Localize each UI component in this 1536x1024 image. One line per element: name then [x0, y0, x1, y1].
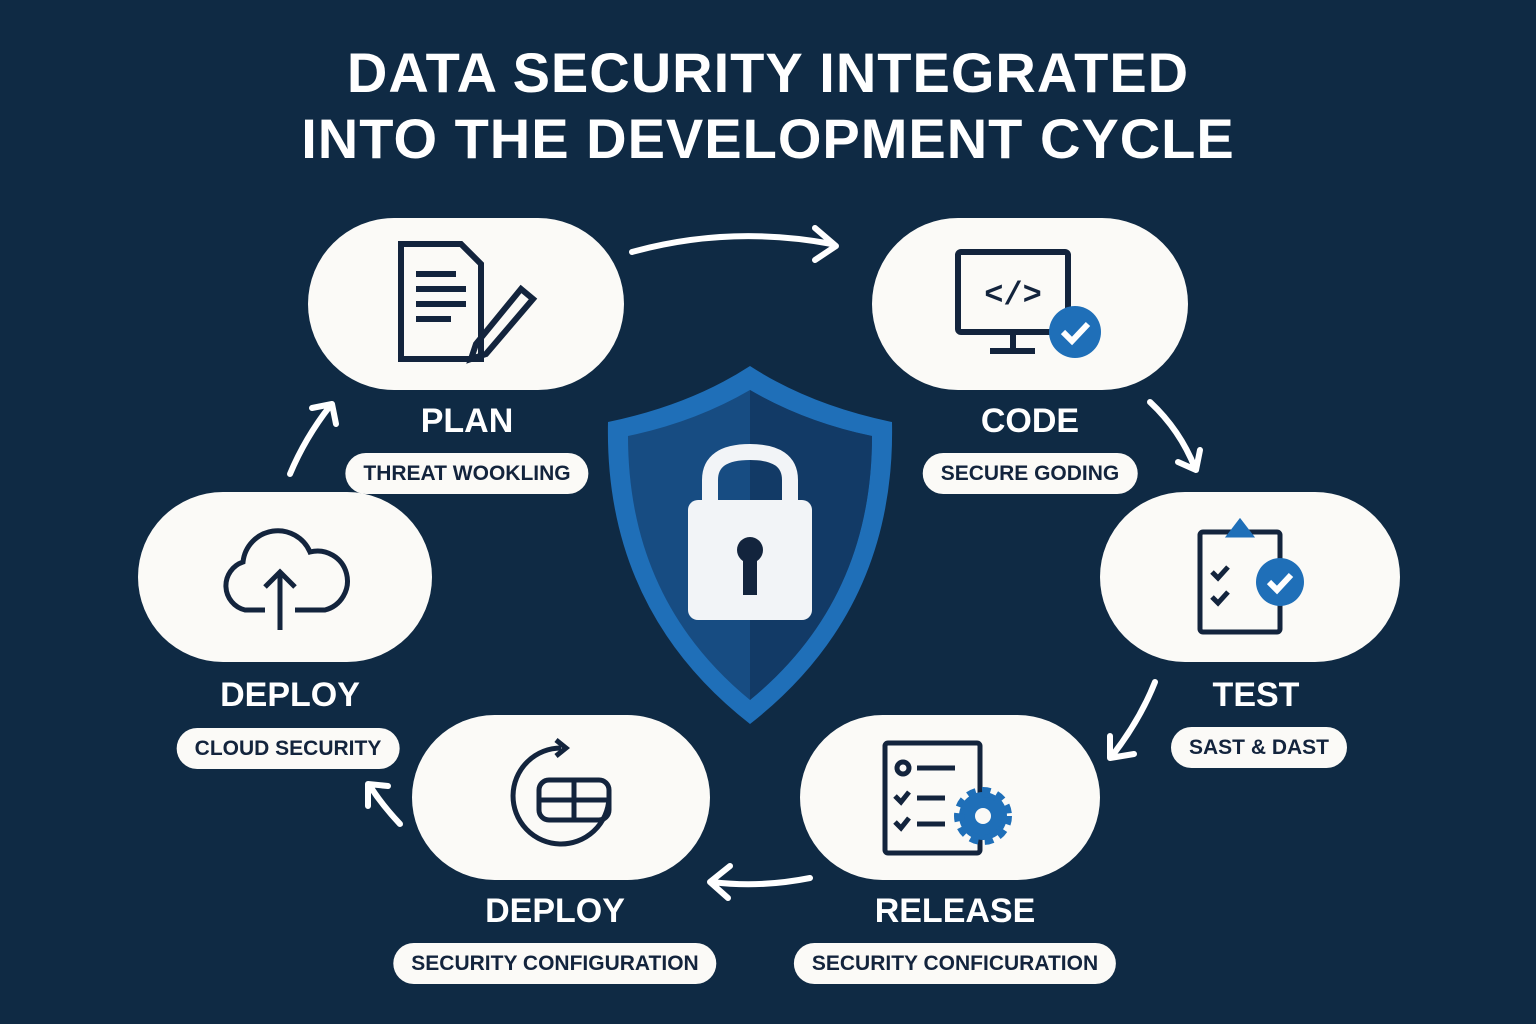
stage-test-node[interactable]: [1100, 492, 1400, 662]
stage-plan-node[interactable]: [308, 218, 624, 390]
cloud-upload-icon: [223, 528, 350, 630]
stage-plan-subtitle: THREAT WOOKLING: [345, 453, 589, 494]
clipboard-check-icon: [1197, 517, 1304, 635]
stage-release-label: RELEASE: [874, 892, 1036, 930]
stage-deploy-subtitle: SECURITY CONFIGURATION: [393, 943, 717, 984]
title-line-1: DATA SECURITY INTEGRATED: [346, 41, 1190, 104]
refresh-package-icon: [510, 737, 612, 846]
stage-test-label: TEST: [1212, 676, 1300, 714]
stage-release-subtitle: SECURITY CONFICURATION: [793, 943, 1117, 984]
title-line-2: INTO THE DEVELOPMENT CYCLE: [301, 107, 1235, 170]
stage-plan-label: PLAN: [420, 402, 514, 440]
stage-code-label: CODE: [980, 402, 1080, 440]
stage-release-node[interactable]: [800, 715, 1100, 880]
stage-cloud-deploy-subtitle: CLOUD SECURITY: [176, 728, 400, 769]
stage-cloud-deploy-label: DEPLOY: [220, 676, 360, 714]
arrow-cloud-to-plan: [287, 401, 339, 477]
arrow-release-to-deploy: [707, 863, 813, 901]
stage-cloud-deploy-node[interactable]: [138, 492, 432, 662]
shield-lock-icon: [607, 366, 893, 724]
document-pencil-icon: [398, 241, 538, 364]
arrow-test-to-release: [1107, 679, 1158, 761]
arrow-plan-to-code: [629, 225, 839, 263]
svg-text:</>: </>: [984, 277, 1042, 314]
stage-deploy-label: DEPLOY: [485, 892, 625, 930]
arrow-deploy-to-cloud: [365, 781, 403, 827]
monitor-code-check-icon: </>: [955, 249, 1101, 358]
stage-code-node[interactable]: </>: [872, 218, 1188, 390]
checklist-gear-icon: [882, 740, 1012, 855]
stage-deploy-node[interactable]: [412, 715, 710, 880]
arrow-code-to-test: [1147, 399, 1203, 473]
stage-test-subtitle: SAST & DAST: [1170, 727, 1348, 768]
stage-code-subtitle: SECURE GODING: [922, 453, 1138, 494]
